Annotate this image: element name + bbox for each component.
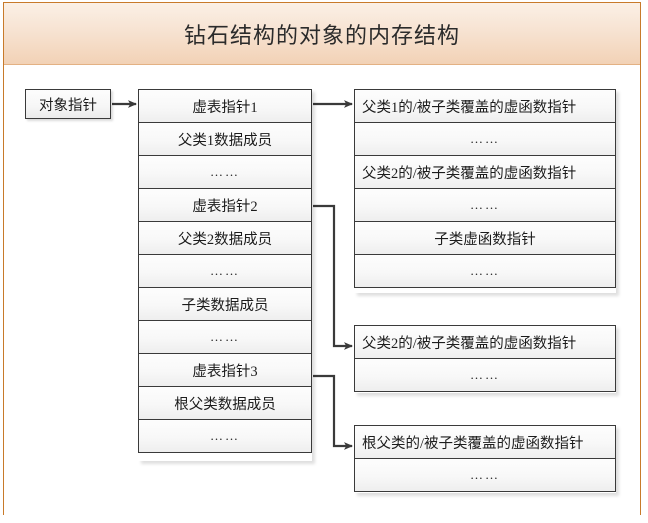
vt3-r2-label: …… — [470, 467, 500, 482]
title-bar: 钻石结构的对象的内存结构 — [4, 3, 640, 65]
vt3-r2: …… — [354, 458, 616, 492]
diagram-frame: 钻石结构的对象的内存结构 — [3, 2, 641, 516]
connector-vptr2-to-vtable2 — [313, 204, 353, 350]
vt3-r1-label: 根父类的/被子类覆盖的虚函数指针 — [362, 435, 584, 452]
derived-data-label: 子类数据成员 — [181, 297, 269, 314]
root-data: 根父类数据成员 — [138, 386, 312, 420]
derived-data: 子类数据成员 — [138, 287, 312, 321]
vt1-r1-label: 父类1的/被子类覆盖的虚函数指针 — [362, 99, 577, 116]
ellipsis-1: …… — [138, 155, 312, 189]
root-data-label: 根父类数据成员 — [174, 396, 276, 413]
vt1-r6-label: …… — [470, 263, 500, 278]
vptr1-label: 虚表指针1 — [192, 99, 258, 116]
vt1-r1: 父类1的/被子类覆盖的虚函数指针 — [354, 89, 616, 123]
ellipsis-4: …… — [138, 419, 312, 453]
diagram-canvas: 对象指针 虚表指针1 父类1数据成员 …… 虚表指针2 父类2数据成员 …… 子类数据成员 …… — [4, 65, 640, 516]
object-pointer-label: 对象指针 — [39, 97, 97, 114]
vt2-r1: 父类2的/被子类覆盖的虚函数指针 — [354, 325, 616, 359]
ellipsis-2: …… — [138, 254, 312, 288]
vtable-1: 父类1的/被子类覆盖的虚函数指针 …… 父类2的/被子类覆盖的虚函数指针 …… 子类虚函… — [354, 89, 616, 293]
vtable-3: 根父类的/被子类覆盖的虚函数指针 …… — [354, 425, 616, 493]
vt1-r6: …… — [354, 254, 616, 288]
connector-vptr3-to-vtable3 — [313, 374, 353, 450]
vt3-r1: 根父类的/被子类覆盖的虚函数指针 — [354, 425, 616, 459]
base2-data: 父类2数据成员 — [138, 221, 312, 255]
vt1-r5: 子类虚函数指针 — [354, 221, 616, 255]
vt2-r1-label: 父类2的/被子类覆盖的虚函数指针 — [362, 335, 577, 352]
vt2-r2: …… — [354, 358, 616, 392]
base1-data-label: 父类1数据成员 — [177, 132, 273, 149]
ellipsis-3: …… — [138, 320, 312, 354]
vtable-2: 父类2的/被子类覆盖的虚函数指针 …… — [354, 325, 616, 393]
vptr2: 虚表指针2 — [138, 188, 312, 222]
ellipsis-3-label: …… — [210, 329, 240, 344]
ellipsis-2-label: …… — [210, 263, 240, 278]
vt1-r4-label: …… — [470, 197, 500, 212]
base2-data-label: 父类2数据成员 — [177, 231, 273, 248]
vt2-r2-label: …… — [470, 367, 500, 382]
vt1-r3-label: 父类2的/被子类覆盖的虚函数指针 — [362, 165, 577, 182]
ellipsis-1-label: …… — [210, 164, 240, 179]
vt1-r3: 父类2的/被子类覆盖的虚函数指针 — [354, 155, 616, 189]
vt1-r4: …… — [354, 188, 616, 222]
vptr2-label: 虚表指针2 — [192, 198, 258, 215]
base1-data: 父类1数据成员 — [138, 122, 312, 156]
object-memory-layout: 虚表指针1 父类1数据成员 …… 虚表指针2 父类2数据成员 …… 子类数据成员 …… 虚表指针… — [138, 89, 312, 461]
vptr1: 虚表指针1 — [138, 89, 312, 123]
ellipsis-4-label: …… — [210, 428, 240, 443]
vt1-r2: …… — [354, 122, 616, 156]
vptr3: 虚表指针3 — [138, 353, 312, 387]
object-pointer-box: 对象指针 — [25, 89, 111, 119]
page-title: 钻石结构的对象的内存结构 — [183, 22, 460, 48]
vt1-r5-label: 子类虚函数指针 — [434, 231, 536, 248]
vptr3-label: 虚表指针3 — [192, 363, 258, 380]
vt1-r2-label: …… — [470, 131, 500, 146]
